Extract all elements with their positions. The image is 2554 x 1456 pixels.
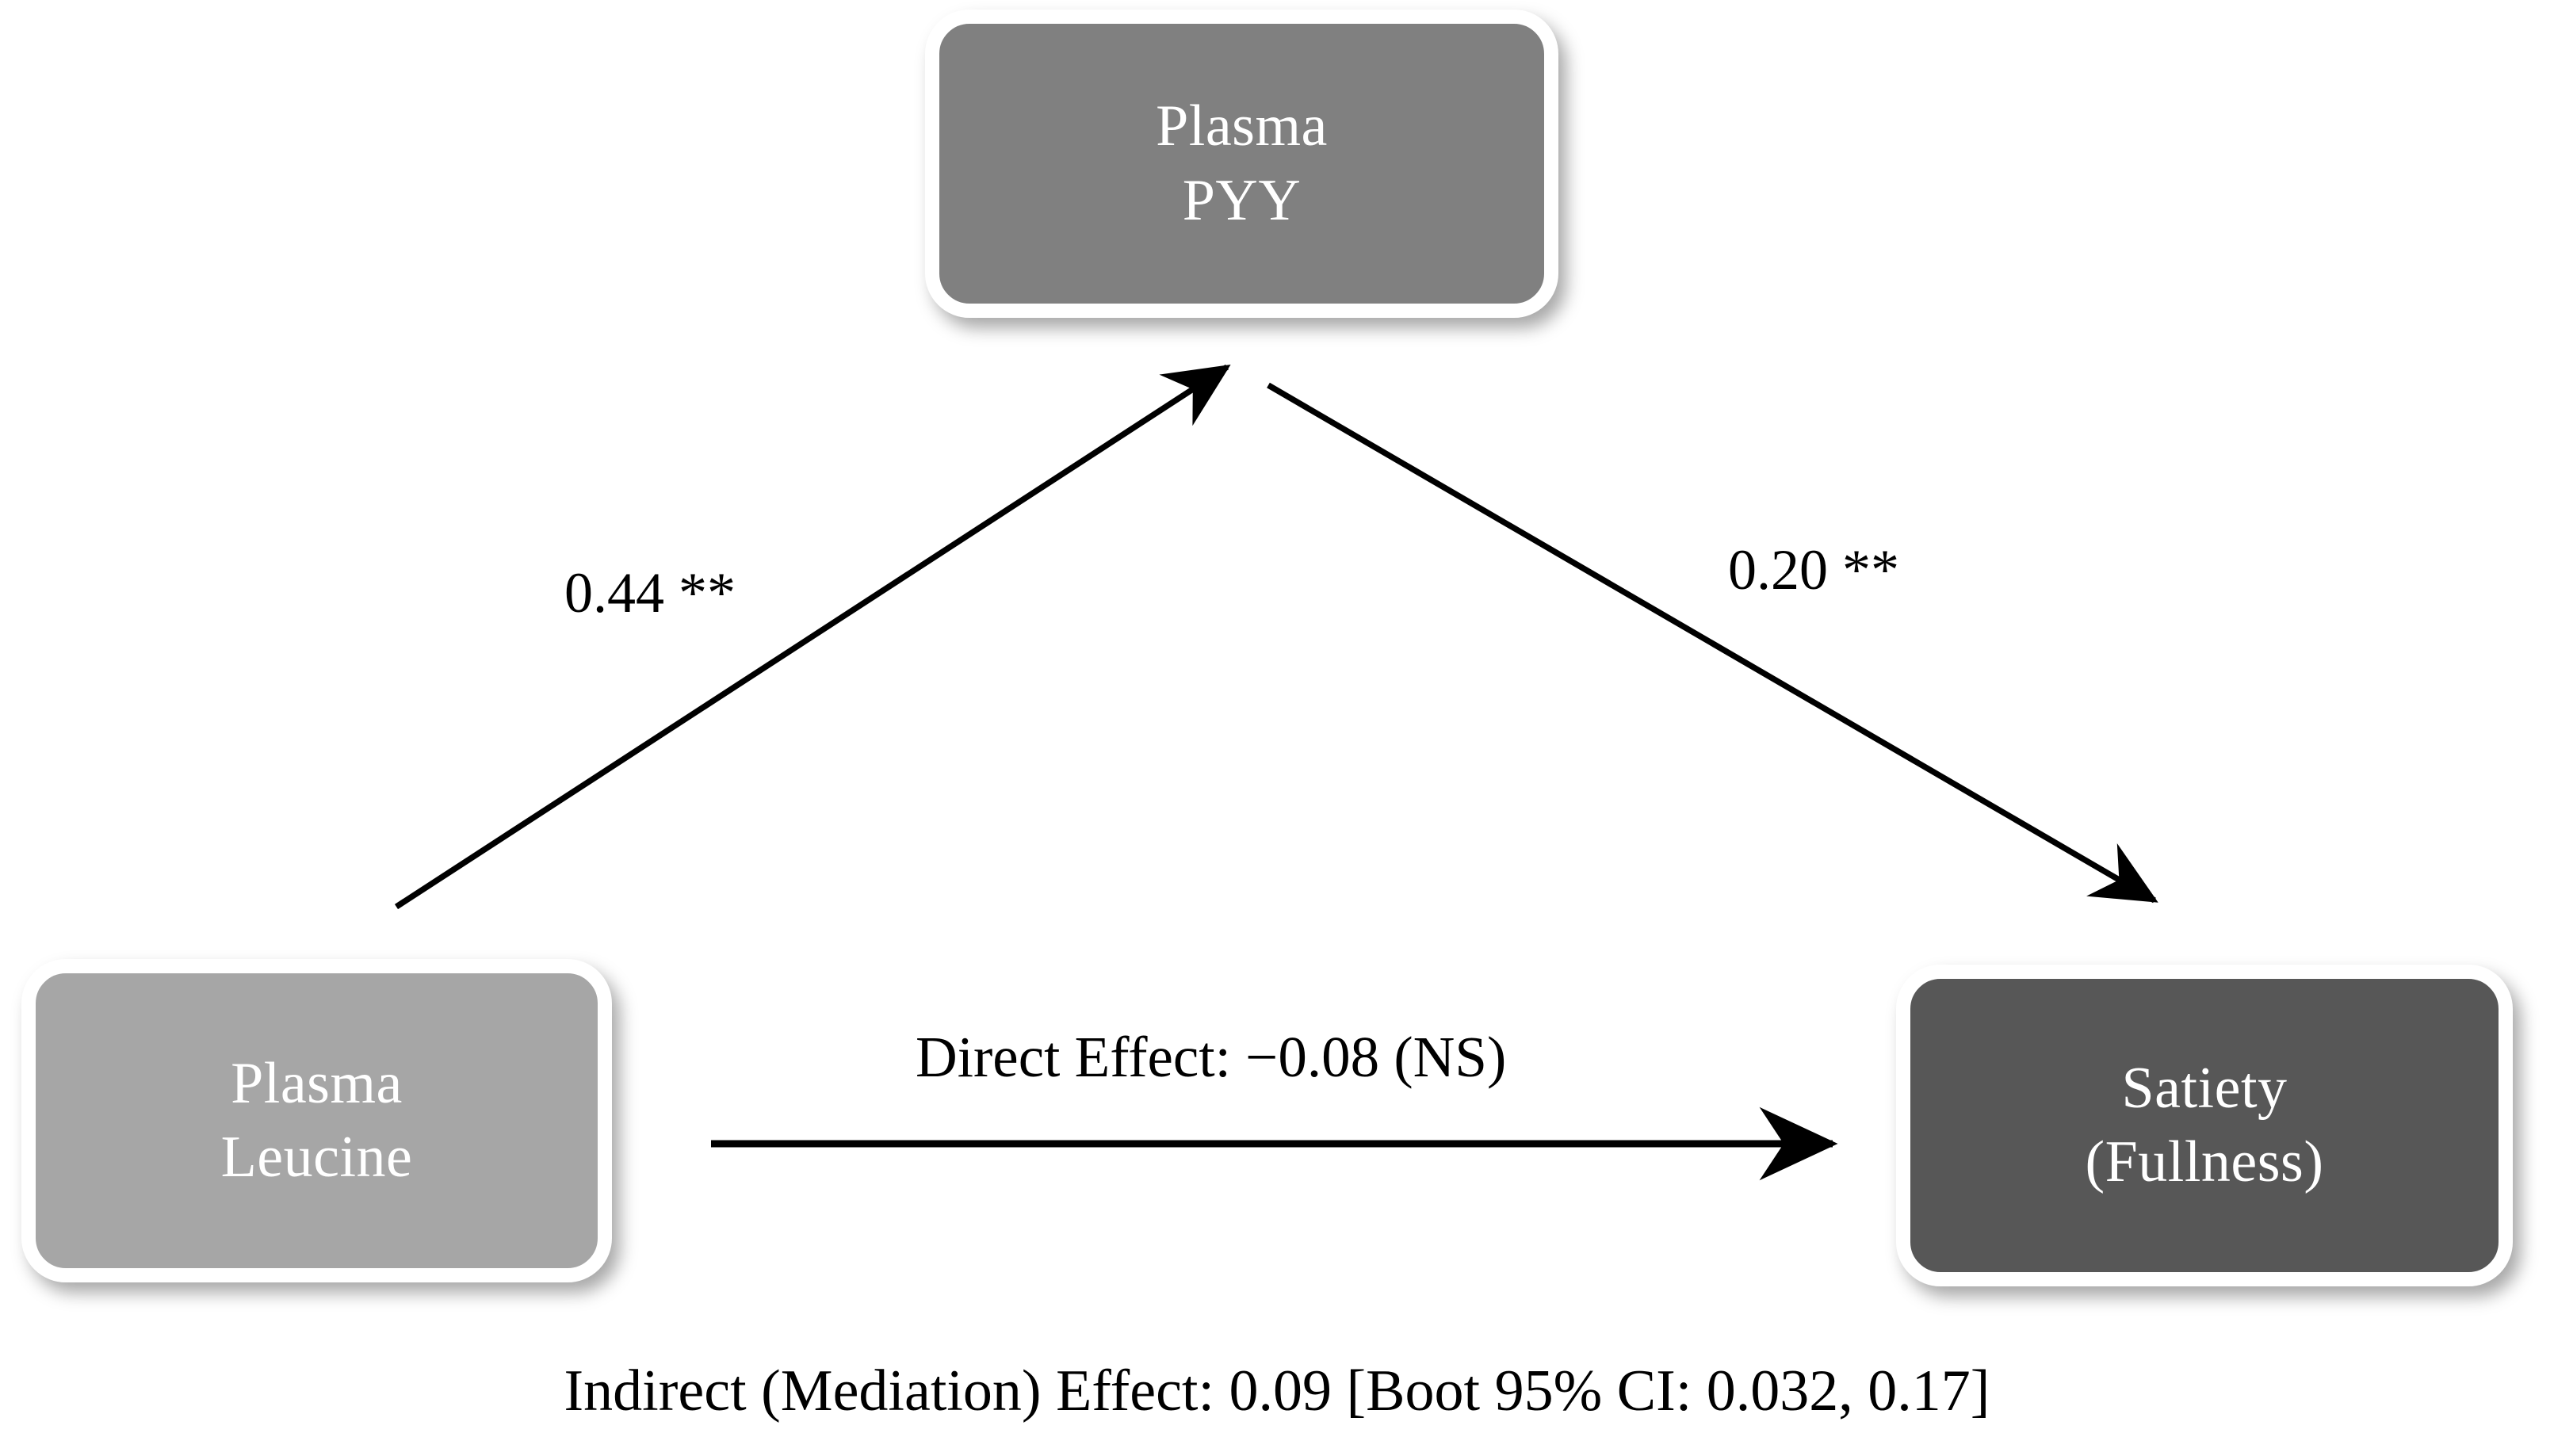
node-plasma-leucine[interactable]: Plasma Leucine xyxy=(21,959,612,1282)
indirect-effect-caption: Indirect (Mediation) Effect: 0.09 [Boot … xyxy=(564,1359,1990,1424)
node-plasma-pyy-line2: PYY xyxy=(1182,167,1302,233)
node-plasma-pyy-line1: Plasma xyxy=(1156,94,1328,159)
node-satiety-line1: Satiety xyxy=(2121,1055,2288,1121)
edge-label-path-b: 0.20 ** xyxy=(1728,538,1899,602)
edge-label-path-a: 0.44 ** xyxy=(564,561,736,625)
edge-path-a xyxy=(394,364,1231,910)
node-plasma-leucine-line2: Leucine xyxy=(220,1125,413,1190)
node-plasma-leucine-line1: Plasma xyxy=(231,1050,403,1116)
node-satiety-line2: (Fullness) xyxy=(2085,1129,2324,1194)
node-satiety-fullness[interactable]: Satiety (Fullness) xyxy=(1896,965,2513,1286)
node-plasma-pyy[interactable]: Plasma PYY xyxy=(925,10,1558,318)
edge-path-b xyxy=(1267,382,2158,904)
edge-label-direct-effect: Direct Effect: −0.08 (NS) xyxy=(916,1025,1507,1089)
